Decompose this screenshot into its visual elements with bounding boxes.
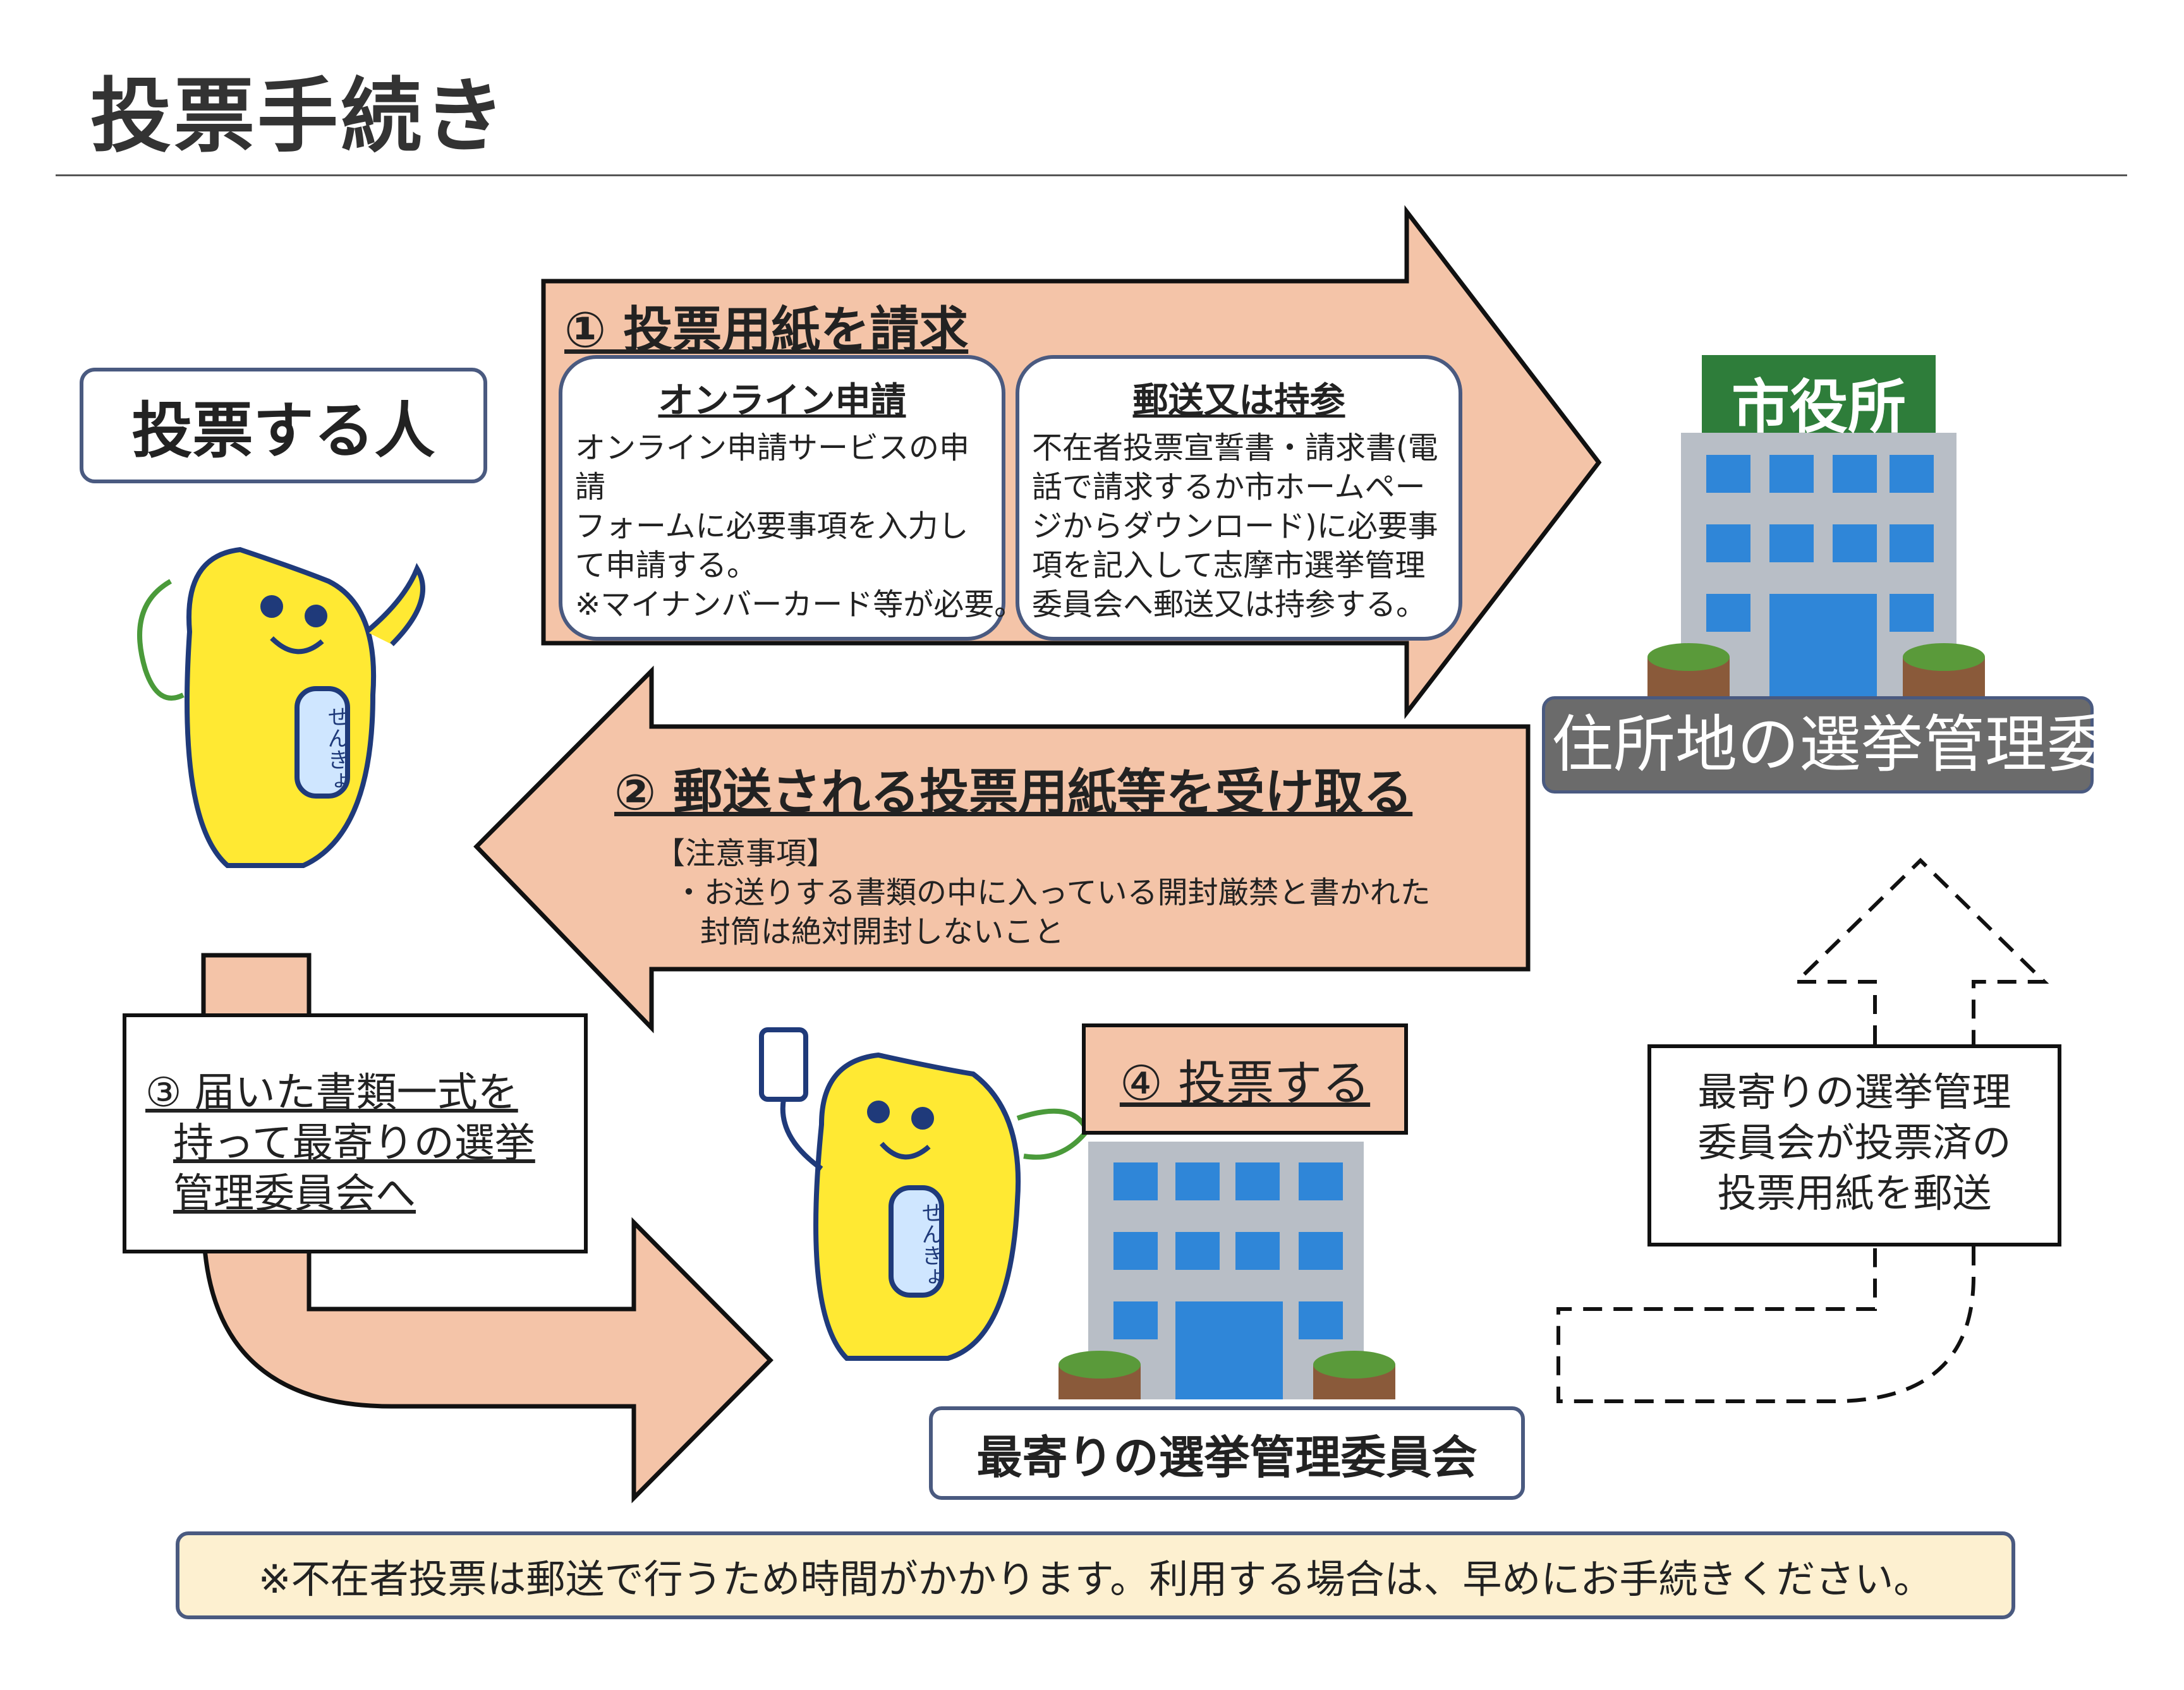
step2-label: ② 郵送される投票用紙等を受け取る — [614, 764, 1413, 821]
mail-back-line: 投票用紙を郵送 — [1717, 1170, 1992, 1216]
mascot-waving-icon — [137, 546, 425, 868]
online-application-box: オンライン申請 オンライン申請サービスの申請 フォームに必要事項を入力し て申請… — [559, 355, 1025, 641]
online-heading: オンライン申請 — [658, 380, 906, 421]
arrow-receive — [473, 665, 1531, 1034]
city-hall-label: 住所地の選挙管理委員会 — [1542, 696, 2184, 794]
note-title: 【注意事項】 — [655, 836, 837, 871]
step3-line: ③ 届いた書類一式を — [145, 1070, 518, 1116]
arrow-go-to-office — [201, 953, 774, 1504]
title-divider — [56, 174, 2127, 176]
step4-label: ④ 投票する — [1119, 1055, 1371, 1111]
step4-box: ④ 投票する — [1082, 1023, 1408, 1135]
mail-back-box: 最寄りの選挙管理 委員会が投票済の 投票用紙を郵送 — [1647, 1044, 2061, 1246]
mail-back-line: 委員会が投票済の — [1697, 1120, 2011, 1166]
note-line: ・お送りする書類の中に入っている開封厳禁と書かれた — [674, 875, 1431, 910]
step3-line: 持って最寄りの選挙 — [173, 1120, 535, 1167]
nearest-office-label: 最寄りの選挙管理委員会 — [929, 1406, 1525, 1500]
mascot-badge: せんきょ — [324, 706, 349, 792]
online-line: オンライン申請サービスの申請 — [575, 430, 970, 505]
mail-line: 不在者投票宣誓書・請求書(電 — [1032, 430, 1438, 466]
step3-box: ③ 届いた書類一式を 持って最寄りの選挙 管理委員会へ — [123, 1013, 588, 1253]
step1-label: ① 投票用紙を請求 — [564, 302, 969, 359]
step3-line: 管理委員会へ — [173, 1171, 416, 1217]
mail-back-line: 最寄りの選挙管理 — [1697, 1069, 2011, 1115]
voter-label: 投票する人 — [80, 368, 487, 483]
mascot-holding-ballot-icon — [759, 1027, 1090, 1361]
nearest-office-building-icon — [1059, 1142, 1395, 1399]
footer-note: ※不在者投票は郵送で行うため時間がかかります。利用する場合は、早めにお手続きくだ… — [176, 1531, 2015, 1619]
dashed-arrow-mail-back — [1556, 857, 2049, 1403]
mail-line: 委員会へ郵送又は持参する。 — [1032, 587, 1427, 622]
mail-line: ジからダウンロード)に必要事 — [1032, 509, 1438, 544]
online-line: ※マイナンバーカード等が必要。 — [575, 587, 1025, 622]
mail-heading: 郵送又は持参 — [1132, 380, 1345, 421]
note-line: 封筒は絶対開封しないこと — [700, 914, 1065, 950]
online-line: フォームに必要事項を入力し — [575, 509, 969, 544]
step2-note: 【注意事項】 ・お送りする書類の中に入っている開封厳禁と書かれた 封筒は絶対開封… — [655, 834, 1431, 951]
mail-line: 話で請求するか市ホームペー — [1032, 469, 1426, 505]
online-line: て申請する。 — [575, 548, 758, 583]
page-title: 投票手続き — [90, 69, 508, 164]
mascot-badge: せんきょ — [918, 1202, 943, 1288]
mail-line: 項を記入して志摩市選挙管理 — [1032, 548, 1426, 583]
mail-or-bring-box: 郵送又は持参 不在者投票宣誓書・請求書(電 話で請求するか市ホームペー ジからダ… — [1016, 355, 1462, 641]
city-hall-building-icon — [1647, 355, 1985, 696]
city-hall-sign: 市役所 — [1731, 373, 1906, 441]
